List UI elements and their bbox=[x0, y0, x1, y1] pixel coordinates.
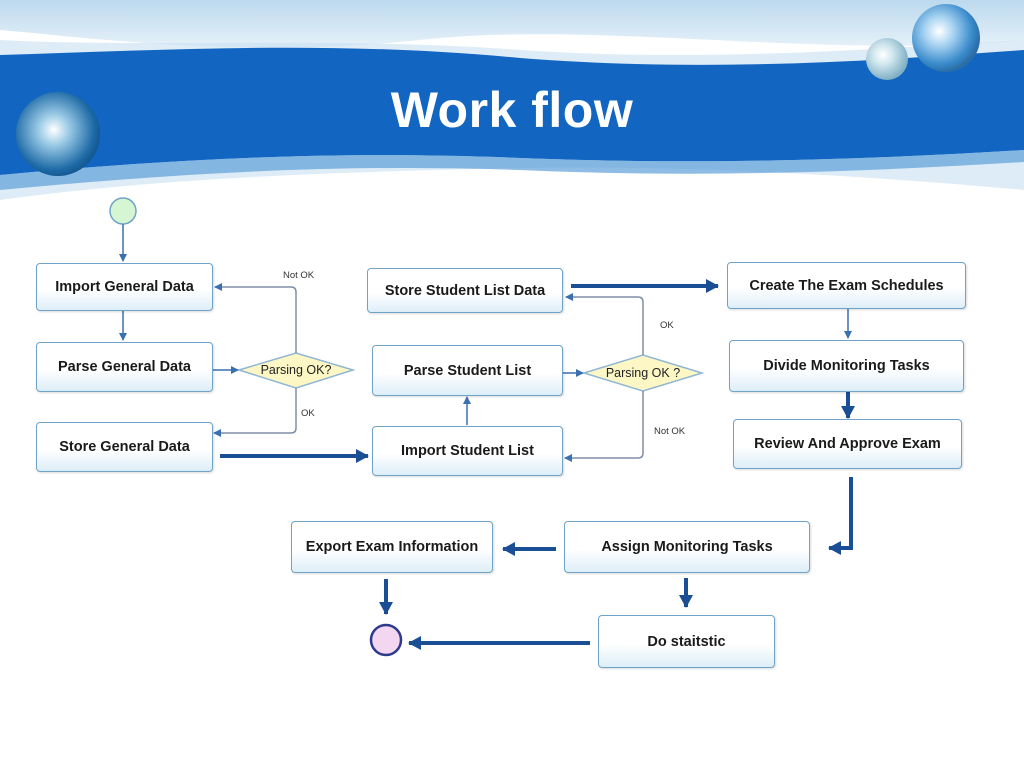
decision-diamond-2 bbox=[581, 354, 705, 392]
connector-decision2-ok bbox=[565, 293, 644, 355]
node-export-exam-information: Export Exam Information bbox=[291, 521, 493, 573]
decision-diamond-1 bbox=[236, 352, 356, 389]
node-import-general-data: Import General Data bbox=[36, 263, 213, 311]
node-review-approve-exam: Review And Approve Exam bbox=[733, 419, 962, 469]
node-parse-student-list: Parse Student List bbox=[372, 345, 563, 396]
node-store-general-data: Store General Data bbox=[36, 422, 213, 472]
header-banner bbox=[0, 0, 1024, 220]
end-node bbox=[369, 623, 403, 657]
decision-parsing-ok-1: Parsing OK? bbox=[260, 363, 332, 377]
node-assign-monitoring-tasks: Assign Monitoring Tasks bbox=[564, 521, 810, 573]
decision-parsing-ok-2: Parsing OK ? bbox=[605, 366, 681, 380]
connector-decision1-notok bbox=[214, 283, 297, 353]
node-import-student-list: Import Student List bbox=[372, 426, 563, 476]
edge-label-not-ok-1: Not OK bbox=[283, 270, 315, 281]
node-create-exam-schedules: Create The Exam Schedules bbox=[727, 262, 966, 309]
connector-review-to-assign bbox=[828, 477, 853, 555]
slide-title: Work flow bbox=[390, 82, 634, 138]
node-divide-monitoring-tasks: Divide Monitoring Tasks bbox=[729, 340, 964, 392]
connector-decision2-notok bbox=[564, 391, 644, 462]
node-parse-general-data: Parse General Data bbox=[36, 342, 213, 392]
connector-decision1-ok bbox=[213, 388, 297, 437]
edge-label-ok-2: OK bbox=[660, 320, 674, 331]
start-node bbox=[109, 197, 137, 225]
edge-label-not-ok-2: Not OK bbox=[654, 426, 686, 437]
edge-label-ok-1: OK bbox=[301, 408, 315, 419]
node-store-student-list-data: Store Student List Data bbox=[367, 268, 563, 313]
node-do-statistic: Do staitstic bbox=[598, 615, 775, 668]
